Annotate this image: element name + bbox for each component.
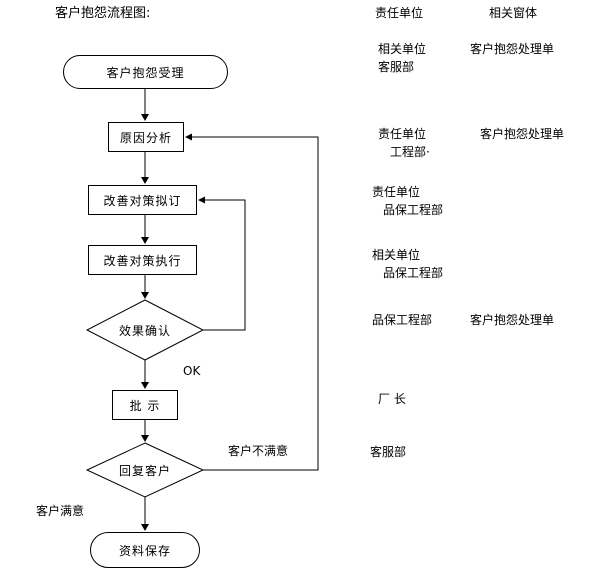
annotation-start-unit-line2: 客服部: [378, 60, 415, 74]
annotation-effect-unit: 品保工程部: [372, 313, 433, 327]
annotation-cause-unit-line1: 责任单位: [378, 127, 427, 141]
page-title: 客户抱怨流程图:: [55, 6, 151, 21]
node-cause-analysis: 原因分析: [108, 122, 184, 152]
annotation-approval-unit: 厂 长: [378, 392, 406, 406]
column-header-forms: 相关窗体: [489, 6, 538, 20]
node-countermeasure-execute-label: 改善对策执行: [103, 253, 182, 268]
feedback-effect-to-draft: [198, 196, 246, 331]
down-arrows: [141, 89, 149, 531]
column-header-responsible: 责任单位: [375, 6, 424, 20]
node-approval-label: 批 示: [129, 398, 161, 413]
node-effect-confirm-label: 效果确认: [118, 323, 171, 338]
node-approval: 批 示: [112, 390, 178, 420]
node-countermeasure-draft: 改善对策拟订: [88, 185, 197, 215]
node-reply-customer: 回复客户: [87, 443, 203, 497]
node-start-label: 客户抱怨受理: [106, 65, 185, 80]
annotation-cause-unit-line2: 工程部·: [390, 145, 430, 159]
node-reply-customer-label: 回复客户: [118, 463, 171, 478]
annotation-start-form: 客户抱怨处理单: [470, 42, 555, 56]
node-cause-analysis-label: 原因分析: [119, 130, 172, 145]
edge-label-customer-satisfied: 客户满意: [36, 504, 85, 518]
effect-confirm-diamond: [85, 299, 205, 361]
annotation-start-unit-line1: 相关单位: [378, 42, 427, 56]
edge-label-ok: OK: [183, 364, 201, 378]
annotation-reply-unit: 客服部: [370, 445, 407, 459]
annotation-effect-form: 客户抱怨处理单: [470, 313, 555, 327]
node-data-save-label: 资料保存: [118, 543, 171, 558]
node-effect-confirm: 效果确认: [87, 300, 203, 360]
edge-label-customer-unsatisfied: 客户不满意: [228, 444, 289, 458]
node-countermeasure-execute: 改善对策执行: [88, 245, 197, 275]
annotation-cause-form: 客户抱怨处理单: [480, 127, 565, 141]
node-data-save: 资料保存: [90, 532, 200, 568]
annotation-draft-unit-line1: 责任单位: [372, 185, 421, 199]
node-start: 客户抱怨受理: [63, 55, 228, 89]
annotation-execute-unit-line1: 相关单位: [372, 248, 421, 262]
reply-customer-diamond: [85, 442, 205, 498]
annotation-execute-unit-line2: 品保工程部: [383, 266, 444, 280]
node-countermeasure-draft-label: 改善对策拟订: [103, 193, 182, 208]
feedback-reply-to-cause: [185, 133, 319, 471]
annotation-draft-unit-line2: 品保工程部: [383, 203, 444, 217]
